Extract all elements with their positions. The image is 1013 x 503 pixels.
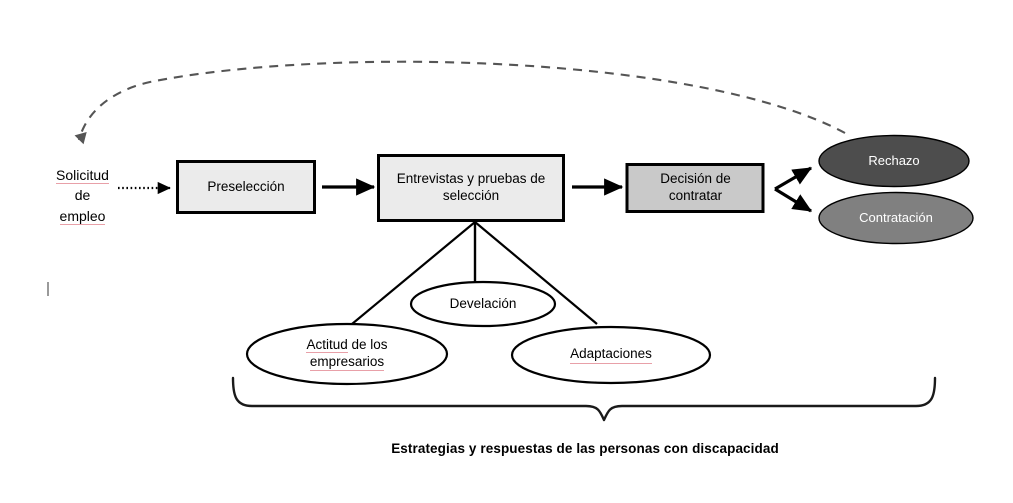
box-entrevistas bbox=[377, 154, 565, 222]
solicitud-line3: empleo bbox=[59, 207, 106, 225]
box-preseleccion bbox=[176, 160, 316, 214]
ellipse-adaptaciones bbox=[510, 325, 712, 385]
label-solicitud-de-empleo: Solicitud de empleo bbox=[30, 165, 135, 226]
strategies-curly-brace bbox=[231, 376, 937, 422]
connector-entrevistas-to-adaptaciones bbox=[474, 221, 598, 325]
connector-decision-to-contratacion bbox=[774, 187, 813, 213]
connector-entrevistas-to-actitud bbox=[351, 221, 476, 325]
ellipse-actitud bbox=[245, 322, 449, 386]
connector-decision-to-rechazo bbox=[774, 166, 813, 191]
diagram-caption: Estrategias y respuestas de las personas… bbox=[391, 441, 779, 456]
ellipse-rechazo bbox=[818, 134, 970, 188]
feedback-dashed-arrow bbox=[74, 60, 846, 145]
box-decision bbox=[625, 163, 765, 213]
ellipse-contratacion bbox=[818, 191, 974, 245]
text-cursor-tick bbox=[47, 282, 49, 296]
solicitud-line1: Solicitud bbox=[56, 167, 109, 184]
ellipse-develacion bbox=[409, 280, 557, 328]
solicitud-line2: de bbox=[74, 187, 91, 204]
